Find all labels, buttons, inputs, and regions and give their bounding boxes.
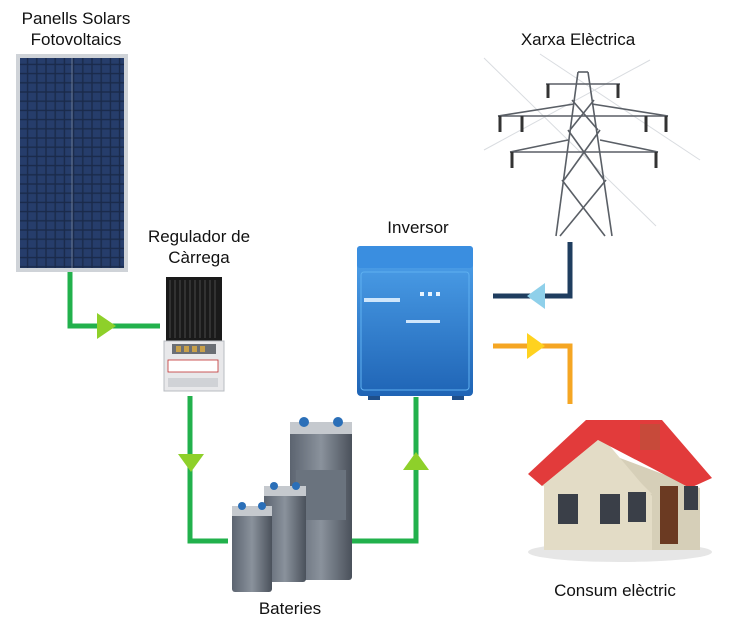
arrow-right-icon — [97, 313, 116, 339]
arrow-down-icon — [178, 454, 204, 472]
consumption-label: Consum elèctric — [554, 581, 676, 600]
arrow-left-icon — [527, 283, 545, 309]
grid-label: Xarxa Elèctrica — [521, 30, 636, 49]
charge-regulator-icon — [163, 277, 225, 392]
flow-lines — [67, 242, 573, 544]
battery-bank-icon — [232, 417, 352, 592]
arrow-up-icon — [403, 452, 429, 470]
regulator-label: Regulador de — [148, 227, 250, 246]
regulator-to-batteries-line — [187, 396, 228, 544]
solar-panel-label: Panells Solars — [22, 9, 131, 28]
regulator-label: Càrrega — [168, 248, 230, 267]
solar-panel-icon — [16, 54, 128, 272]
grid-to-inverter-line — [493, 242, 573, 299]
inverter-to-house-line — [493, 343, 573, 404]
arrow-right-icon — [527, 333, 545, 359]
power-pylon-icon — [483, 53, 701, 237]
batteries-to-inverter-line — [352, 397, 419, 544]
house-icon — [528, 420, 712, 562]
solar-panel-label: Fotovoltaics — [31, 30, 122, 49]
batteries-label: Bateries — [259, 599, 321, 618]
inverter-icon — [357, 246, 473, 400]
panel-to-regulator-line — [67, 272, 160, 329]
inverter-label: Inversor — [387, 218, 449, 237]
